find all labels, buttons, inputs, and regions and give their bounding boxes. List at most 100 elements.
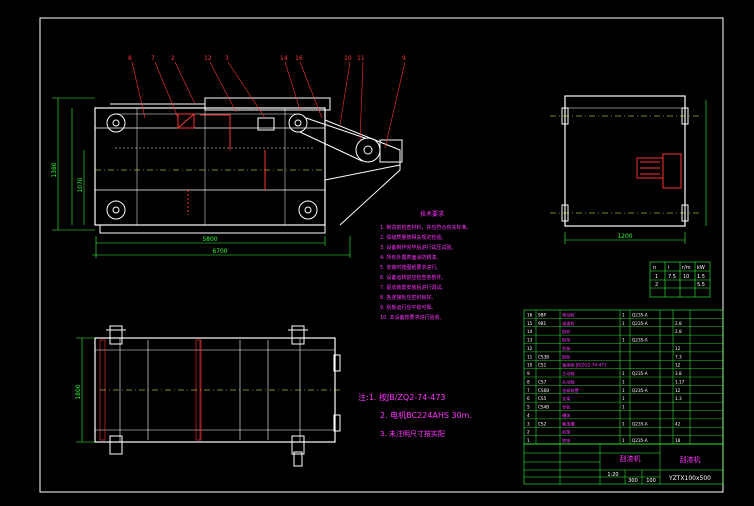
tech-note-line: 10. 本设备按要求进行验收。 [380,314,445,321]
balloon-labels: 8 7 2 12 3 14 16 10 11 9 [128,55,406,62]
bom-cell: 槽体 [562,412,571,419]
tail-sprocket-bottom [106,200,126,220]
bom-cell: 12 [675,363,681,368]
bom-cell: 13 [527,338,533,343]
bom-cell: Q235-A [632,438,648,443]
plan-dim-width: 1800 [75,384,82,399]
balloon-2: 2 [171,55,175,62]
bom-cell: Q235-A [632,338,648,343]
bom-cell: 减速机 [562,320,575,327]
scraper-box-left [177,113,195,129]
tech-note-line: 9. 刮板运行应平稳可靠。 [380,304,436,311]
bom-cell: 链轮 [562,353,571,360]
bom-cell: 导轨 [562,404,571,411]
bom-cell: 3.8 [675,371,682,376]
bom-cell: 1 [622,388,625,393]
bom-cell: Q235-A [632,388,648,393]
bom-cell: 9 [527,371,530,376]
balloon-12: 12 [204,55,212,62]
bom-cell: 1 [622,371,625,376]
tech-notes: 技术要求 1. 制造前检查材料，并应符合有关标准。 2. 焊缝质量按相关规定检验… [380,210,471,321]
balloon-9: 9 [402,55,406,62]
bom-cell: 11 [527,354,533,359]
dim-height-inner: 1070 [77,177,84,192]
dim-length-inner: 5800 [202,236,217,243]
tech-note-line: 6. 设备运转前应检查各部件。 [380,274,446,281]
bom-cell: 6 [527,396,530,401]
tech-note-line: 8. 各连接处应密封良好。 [380,294,436,301]
spec-cell: kW [697,265,705,271]
bom-cell: 2.8 [675,329,682,334]
bom-cell: 15 [527,321,533,326]
bom-cell: 链条 [562,337,571,344]
bom-cell: 1 [622,321,625,326]
bom-cell: 16 [527,312,533,317]
tech-notes-title: 技术要求 [420,210,444,218]
front-view: 1380 1070 5800 6700 [51,61,406,258]
tech-note-line: 2. 焊缝质量按相关规定检验。 [380,234,446,241]
tech-note-line: 4. 所有外露表面涂防锈漆。 [380,254,441,261]
bom-cell: 12 [527,346,533,351]
title-block: 刮渣机 刮渣机 YZTX100x500 1:20 300 100 [523,443,724,485]
bom-cell: 主动轴 [562,370,575,377]
bom-cell: 1 [622,421,625,426]
bom-cell: 14 [527,329,533,334]
bom-cell: 集渣槽 [562,420,575,427]
bom-cell: 链轮 [562,328,571,335]
balloon-7: 7 [151,55,155,62]
spec-cell: r/m [682,265,691,271]
bom-cell: 9BP [538,312,547,317]
bom-cell: 1 [622,396,625,401]
spec-cell: 7.5 [668,274,676,280]
bom-cell: CS1 [538,363,547,368]
bom-cell: 1 [622,312,625,317]
balloon-3: 3 [225,55,229,62]
bom-cell: CS2 [538,421,547,426]
bom-cell: 4 [527,413,530,418]
bom-cell: Q235-A [632,421,648,426]
tech-note-line: 3. 设备制作完毕后进行试压试验。 [380,244,456,251]
bom-cell: CS5 [538,396,547,401]
bom-cell: 1.17 [675,379,685,384]
bom-cell: CS4B [538,405,549,410]
bom-cell: 18 [675,438,681,443]
bom-cell: 42 [675,421,681,426]
spec-cell: 1 [655,274,658,280]
scraper-box-right [257,117,275,131]
bom-cell: 机架 [562,429,570,436]
bom-cell: 1.3 [675,396,682,401]
plan-notes: 注:1. 按JB/ZQ2-74-473 2. 电机BC224AHS 30m. 3… [358,392,472,438]
spec-cell: i [668,265,669,271]
bom-cell: Q235-A [632,321,648,326]
bom-cell: 1 [622,379,625,384]
bom-cell: 从动轴 [562,378,575,385]
bom-cell: 底座 [562,437,570,444]
dim-height-total: 1380 [51,162,58,177]
plan-note-line: 3. 未注明尺寸按实配 [380,429,445,438]
plan-view: 1800 [75,325,341,467]
bom-cell: 1 [622,405,625,410]
tech-note-line: 5. 安装时按图纸要求进行。 [380,264,441,271]
drive-sprocket [355,137,381,163]
balloon-14: 14 [280,55,288,62]
bom-cell: Q235-A [632,371,648,376]
dim-length-total: 6700 [212,248,227,255]
bom-cell: 1 [622,338,625,343]
bom-cell: 2.8 [675,321,682,326]
title-qty: 100 [646,478,656,484]
title-name-right: 刮渣机 [680,455,701,464]
balloon-11: 11 [357,55,365,62]
head-sprocket-top [288,113,308,133]
spec-cell: 2 [655,282,658,288]
bom-cell: 10 [527,363,533,368]
balloon-8: 8 [128,55,132,62]
bom-cell: 3 [527,421,530,426]
bom-cell: 7 [527,388,530,393]
bom-cell: 2 [527,430,530,435]
bom-cell: CS6B [538,388,549,393]
spec-table: n i r/m kW 1 7.5 10 1.5 2 5.5 [649,261,711,298]
drawing-border [39,17,724,493]
side-tank-body [564,95,686,227]
